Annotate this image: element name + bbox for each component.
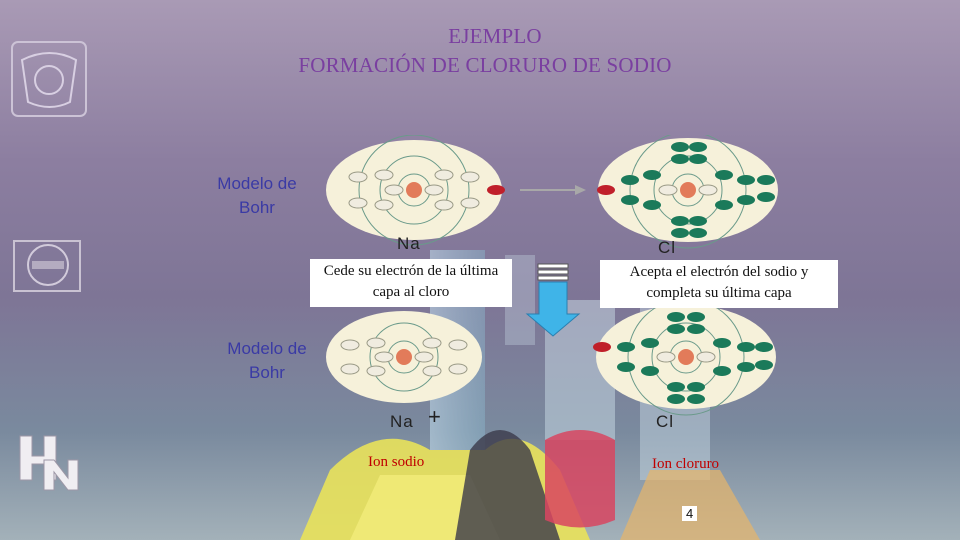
sodium-ion-label: Ion sodio [368, 454, 425, 470]
bohr-models [326, 135, 778, 416]
sodium-symbol-bottom: Na [390, 412, 414, 431]
bohr-label-top-text: Modelo de Bohr [217, 174, 297, 217]
unam-seal-icon [11, 41, 87, 117]
chlorine-description-text: Acepta el electrón del sodio y completa … [629, 264, 809, 301]
sodium-description-box: Cede su electrón de la última capa al cl… [310, 259, 512, 307]
slide-title-line2: FORMACIÓN DE CLORURO DE SODIO [298, 53, 672, 77]
chloride-ion-label: Ion cloruro [652, 456, 720, 472]
chlorine-symbol-bottom: Cl [656, 412, 675, 431]
page-number: 4 [682, 506, 698, 521]
transfer-arrow-head [575, 185, 586, 195]
chloride-ion-bottom [593, 298, 776, 416]
chlorine-description-box: Acepta el electrón del sodio y completa … [600, 260, 838, 308]
sodium-atom-top [326, 135, 505, 246]
chlorine-atom-top [597, 135, 778, 249]
slide-title-line1: EJEMPLO [448, 24, 542, 48]
sodium-description-text: Cede su electrón de la última capa al cl… [323, 263, 499, 300]
bohr-label-top: Modelo de Bohr [208, 172, 306, 220]
down-arrow-icon [525, 263, 581, 337]
school-emblem-icon [13, 240, 81, 292]
bohr-label-bottom-text: Modelo de Bohr [227, 339, 307, 382]
hn-logo-icon [19, 435, 79, 491]
sodium-symbol-top: Na [397, 234, 421, 253]
chlorine-symbol-top: Cl [658, 238, 677, 257]
sodium-charge: + [428, 404, 442, 429]
sodium-ion-bottom [326, 311, 482, 403]
bohr-label-bottom: Modelo de Bohr [218, 337, 316, 385]
